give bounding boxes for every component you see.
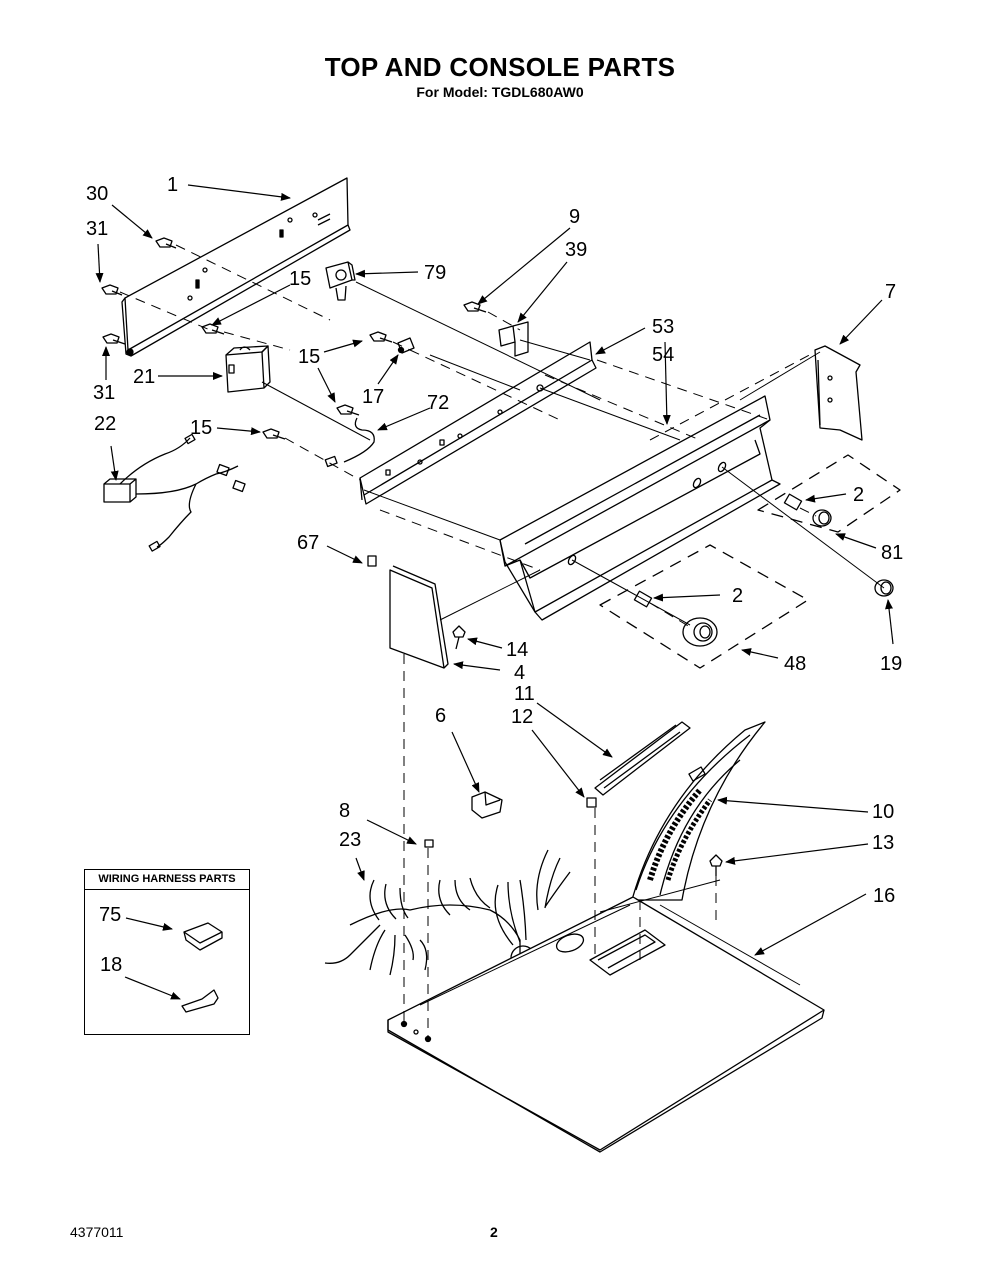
callout-75: 75 (99, 904, 122, 926)
callout-72: 72 (427, 392, 450, 414)
part-6-connector (471, 791, 503, 819)
part-17-connector (397, 337, 415, 354)
callout-21: 21 (133, 366, 156, 388)
callout-7: 7 (885, 281, 897, 303)
callout-15-middle: 15 (298, 346, 321, 368)
callout-14: 14 (506, 639, 529, 661)
part-7-end-cap (814, 345, 863, 441)
callout-53: 53 (652, 316, 675, 338)
callout-1: 1 (167, 174, 179, 196)
inset-parts (181, 922, 223, 1013)
callout-17: 17 (362, 386, 385, 408)
callout-22: 22 (94, 413, 117, 435)
callout-11: 11 (514, 683, 535, 705)
callout-19: 19 (880, 653, 903, 675)
part-39-bracket (498, 321, 529, 357)
callout-18: 18 (100, 954, 123, 976)
part-54-console (499, 395, 781, 621)
knob-parts (633, 493, 894, 647)
assembly-lines (261, 281, 885, 1006)
part-16-top-panel (387, 896, 825, 1153)
callout-31-bottom: 31 (93, 382, 116, 404)
document-number: 4377011 (70, 1224, 124, 1240)
callout-15-lower: 15 (190, 417, 213, 439)
part-4-bracket (367, 555, 449, 669)
part-72-wire (324, 417, 375, 468)
page-number: 2 (490, 1224, 498, 1240)
callout-23: 23 (339, 829, 362, 851)
part-22-wire-harness (103, 433, 246, 552)
wiring-harness-inset: WIRING HARNESS PARTS (84, 869, 250, 1035)
callout-15-upper: 15 (289, 268, 312, 290)
part-10-display-panel (631, 721, 766, 901)
callout-9: 9 (569, 206, 581, 228)
part-1-rear-panel (121, 177, 351, 357)
callout-79: 79 (424, 262, 447, 284)
model-subtitle: For Model: TGDL680AW0 (416, 84, 584, 100)
callout-48: 48 (784, 653, 807, 675)
callout-4: 4 (514, 662, 526, 684)
callout-6: 6 (435, 705, 447, 727)
inset-title: WIRING HARNESS PARTS (85, 870, 249, 890)
page-title: TOP AND CONSOLE PARTS (324, 52, 676, 82)
callout-67: 67 (297, 532, 320, 554)
callout-81: 81 (881, 542, 904, 564)
callout-2-right: 2 (853, 484, 865, 506)
screw-icons (101, 237, 723, 876)
callout-2-center: 2 (732, 585, 744, 607)
callout-13: 13 (872, 832, 895, 854)
assembly-dashed-lines (119, 244, 817, 1040)
callout-10: 10 (872, 801, 895, 823)
part-8-clip (424, 839, 434, 848)
callout-16: 16 (873, 885, 896, 907)
callout-30: 30 (86, 183, 109, 205)
part-79-switch (325, 261, 356, 301)
callout-31-top: 31 (86, 218, 109, 240)
part-21-timer (225, 345, 271, 393)
callout-leaders (95, 184, 894, 1000)
callout-39: 39 (565, 239, 588, 261)
dashed-groups (599, 454, 901, 669)
part-11-bezel (586, 721, 691, 808)
callout-8: 8 (339, 800, 351, 822)
callout-54: 54 (652, 344, 675, 366)
callout-12: 12 (511, 706, 534, 728)
